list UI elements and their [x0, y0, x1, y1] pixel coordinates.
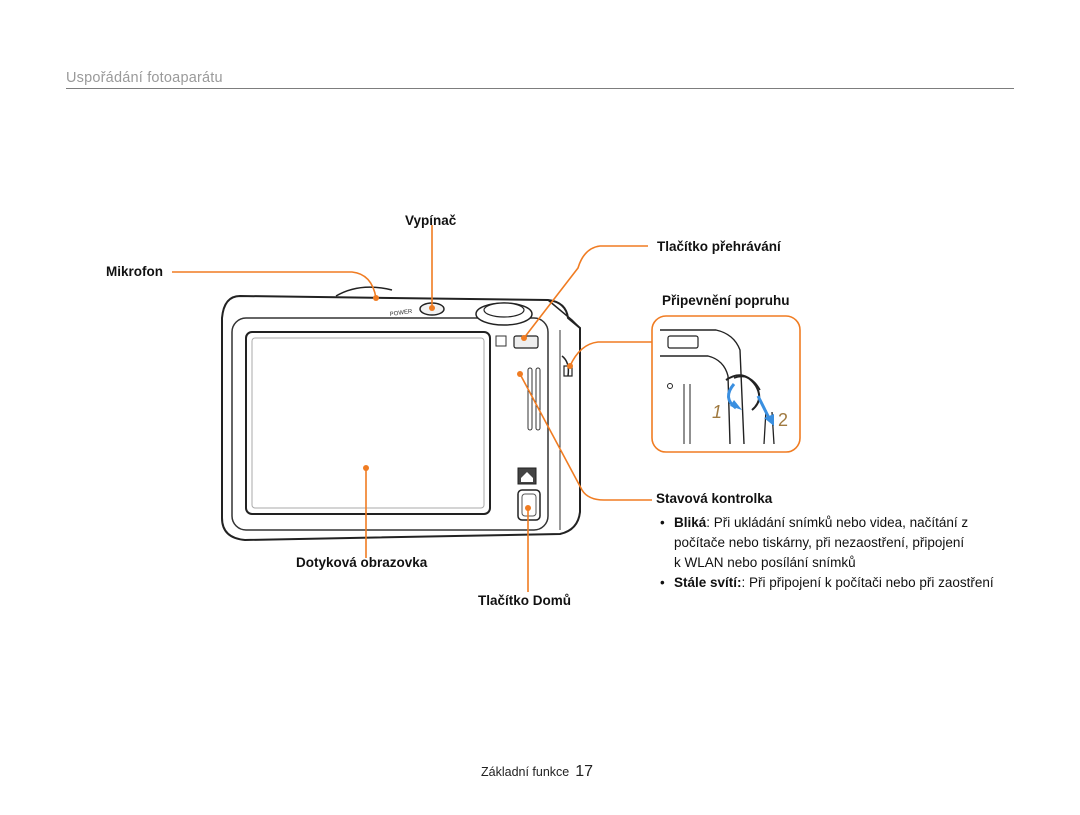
- strap-mount-label: Připevnění popruhu: [662, 293, 790, 308]
- term-steady: Stále svítí:: [674, 575, 742, 590]
- page-section-title: Uspořádání fotoaparátu: [66, 70, 223, 86]
- power-label: Vypínač: [405, 213, 457, 228]
- list-item: • Stále svítí:: Při připojení k počítači…: [660, 575, 994, 590]
- page-number: 17: [575, 763, 594, 780]
- callout-lines: [172, 225, 652, 592]
- playback-callout-line: [523, 245, 648, 339]
- footer-section: Základní funkce: [481, 765, 570, 779]
- callout-dots: [363, 295, 573, 511]
- header-divider: [66, 88, 1014, 89]
- strap-step-1: 1: [712, 402, 722, 422]
- lamp-callout-line: [519, 373, 652, 501]
- power-marking: POWER: [389, 309, 413, 318]
- microphone-label: Mikrofon: [106, 264, 163, 279]
- home-button-label: Tlačítko Domů: [478, 593, 572, 608]
- camera-illustration: POWER: [221, 286, 581, 542]
- status-lamp-label: Stavová kontrolka: [656, 491, 773, 506]
- page-footer: Základní funkce 17: [481, 763, 593, 781]
- strap-step-2: 2: [778, 410, 788, 430]
- strap-callout-line: [569, 341, 652, 367]
- mic-callout-line: [172, 271, 377, 299]
- playback-button-label: Tlačítko přehrávání: [657, 239, 781, 254]
- status-lamp-description: • Bliká: Při ukládání snímků nebo videa,…: [660, 513, 1020, 593]
- list-item: • Bliká: Při ukládání snímků nebo videa,…: [660, 515, 969, 570]
- strap-inset-illustration: 1 2: [651, 315, 801, 453]
- touch-screen-label: Dotyková obrazovka: [296, 555, 428, 570]
- term-blinking: Bliká: [674, 515, 707, 530]
